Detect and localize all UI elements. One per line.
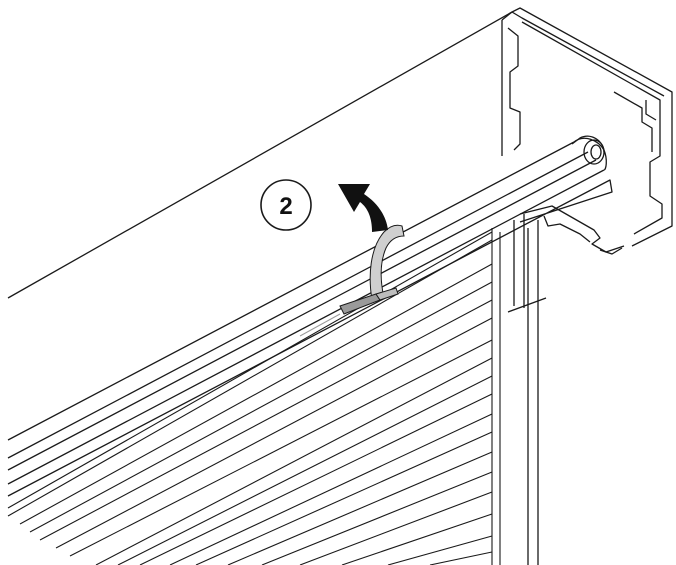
step-number: 2 xyxy=(279,193,292,220)
step-circle xyxy=(260,179,312,231)
step-badge: 2 xyxy=(260,179,312,231)
cassette-housing xyxy=(7,7,673,565)
shutter-slats xyxy=(7,228,501,565)
strap xyxy=(299,224,405,337)
roller-tube xyxy=(7,135,613,497)
up-arrow-icon xyxy=(338,184,388,232)
